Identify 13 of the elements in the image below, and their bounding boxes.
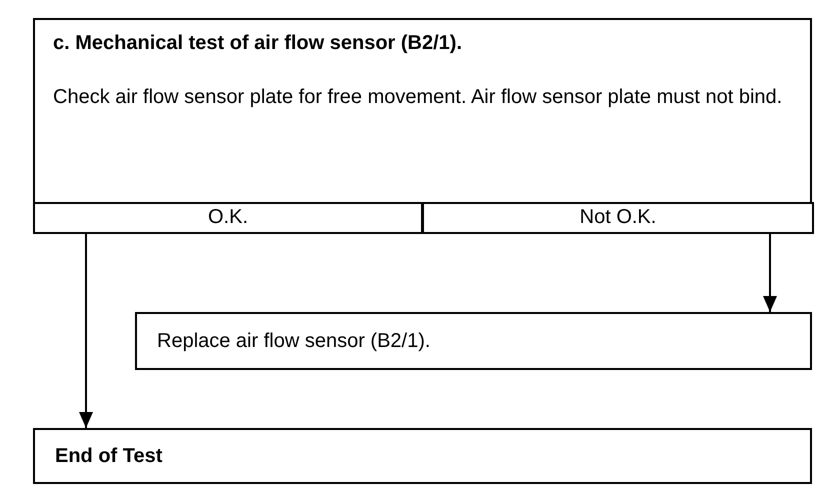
result-box — [422, 202, 814, 234]
action-text: Replace air flow sensor (B2/1). — [157, 329, 430, 354]
result-box — [33, 202, 423, 234]
result-label: Not O.K. — [578, 205, 658, 230]
instruction-text: Check air flow sensor plate for free movement. Air flow sensor plate must not bind. — [53, 85, 784, 110]
end-box — [33, 428, 812, 484]
result-label: O.K. — [206, 205, 249, 230]
arrow — [79, 234, 93, 428]
test-step-box — [33, 18, 812, 233]
action-box — [135, 312, 812, 370]
step-heading: c. Mechanical test of air flow sensor (B2/1). — [53, 31, 462, 56]
arrow — [763, 234, 777, 312]
end-label: End of Test — [55, 444, 162, 469]
